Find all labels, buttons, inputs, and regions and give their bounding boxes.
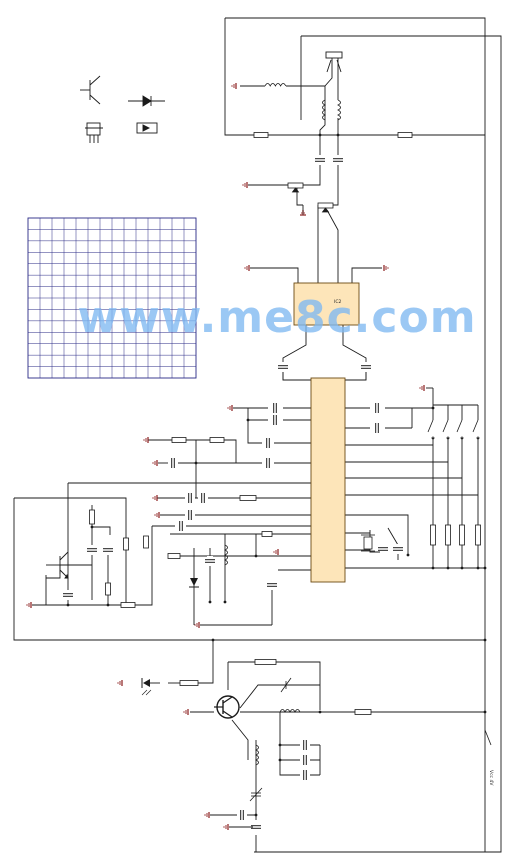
resistor [105, 582, 111, 596]
ground-icon [273, 548, 279, 556]
main-ic [310, 377, 346, 583]
ground-icon [143, 436, 149, 444]
resistor [123, 537, 129, 551]
filter-ic: IC2 [293, 282, 360, 326]
potentiometers [287, 182, 334, 213]
resistor [475, 524, 481, 546]
ground-icon [383, 264, 389, 272]
led-icon [141, 678, 152, 696]
resistor [397, 132, 413, 138]
inductor [279, 709, 301, 713]
switch-icon [427, 419, 492, 746]
resistor [445, 524, 451, 546]
ground-icon [154, 511, 160, 519]
resistor [430, 524, 436, 546]
resistor [354, 709, 372, 715]
transistor-icon [46, 551, 69, 579]
ground-icon [231, 82, 237, 90]
ground-icon [242, 181, 248, 189]
crystal-icon [361, 534, 375, 552]
resistor [143, 535, 149, 549]
resistor [89, 509, 95, 525]
ground-icon [223, 823, 229, 831]
resistor [253, 132, 269, 138]
vcc-label: Vcc 4V [488, 770, 494, 786]
resistor [261, 531, 273, 537]
inductor [264, 83, 287, 87]
ground-icon [26, 601, 32, 609]
ground-icon [419, 384, 425, 392]
resistor [120, 602, 136, 608]
ground-icon [204, 811, 210, 819]
ground-icon [194, 621, 200, 629]
resistor [459, 524, 465, 546]
variable-capacitors [249, 677, 292, 802]
resistor [239, 495, 257, 501]
inductor [255, 744, 259, 766]
component-legend [80, 75, 165, 143]
ground-icon [152, 494, 158, 502]
resistor [209, 437, 225, 443]
resistors [89, 132, 481, 715]
rf-transistor-icon [214, 695, 240, 719]
wires [13, 17, 502, 853]
resistor [167, 553, 181, 559]
component-grid-table [27, 217, 197, 379]
inductor [322, 99, 326, 121]
inductor [337, 99, 341, 121]
ground-icon [227, 404, 233, 412]
svg-text:IC2: IC2 [334, 299, 341, 305]
ground-icon [117, 679, 123, 687]
resistor [254, 659, 277, 665]
diode-icon [189, 578, 199, 588]
inductors [224, 83, 341, 766]
antenna-jack-icon [325, 51, 343, 73]
ground-icon [183, 708, 189, 716]
inductor [224, 544, 228, 566]
ground-icon [244, 264, 250, 272]
resistor [179, 680, 199, 686]
resistor [171, 437, 187, 443]
ground-icon [152, 459, 158, 467]
junctions [66, 133, 487, 817]
capacitors [62, 155, 404, 832]
